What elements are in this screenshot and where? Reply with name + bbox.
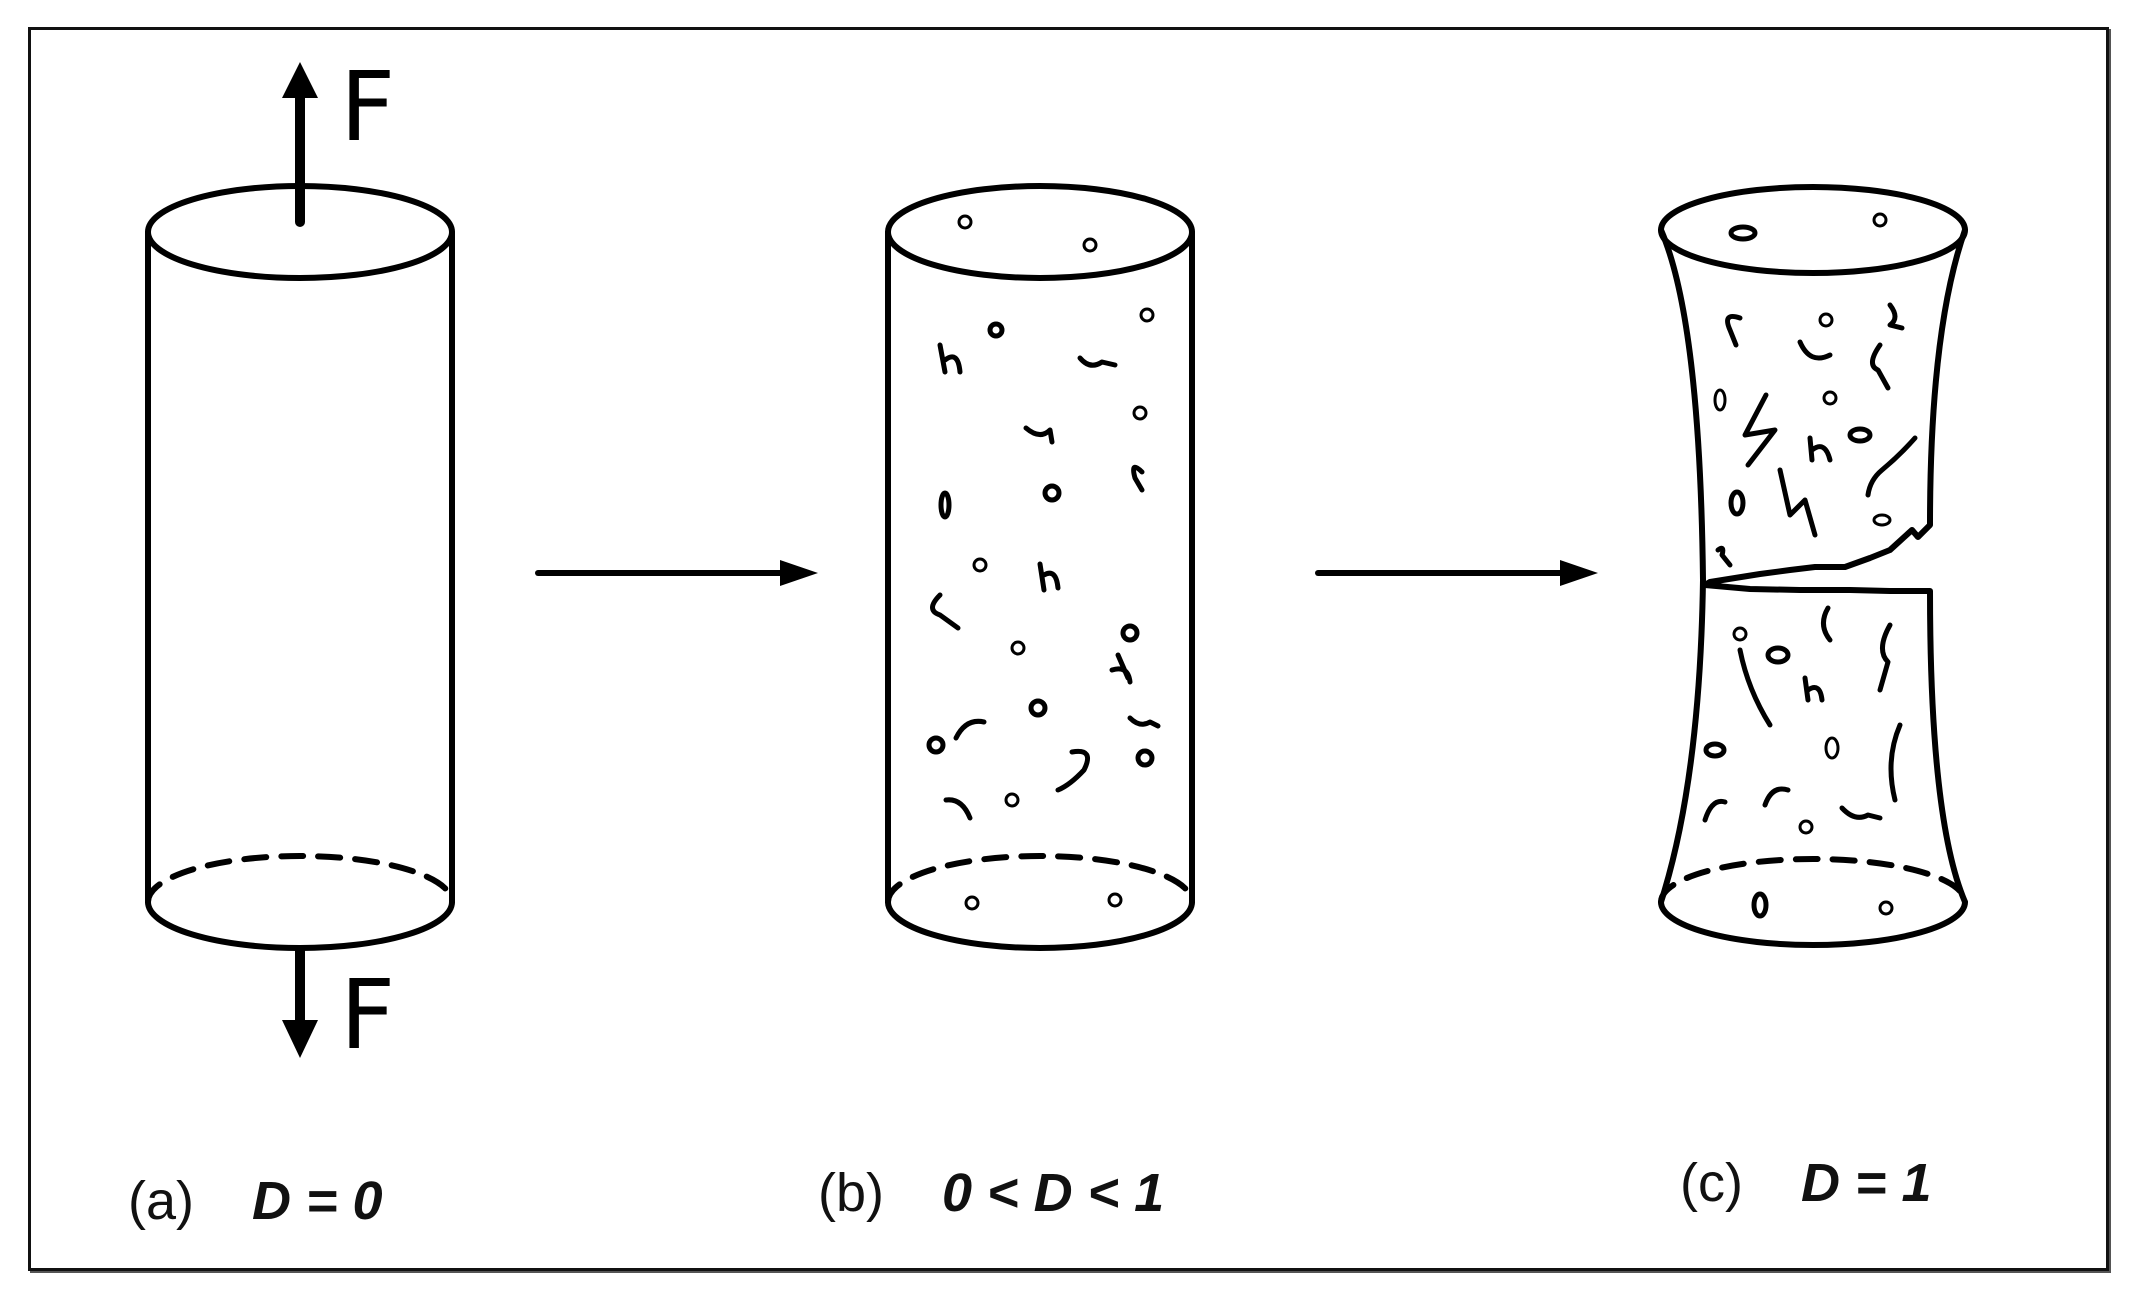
cylinder-c xyxy=(1658,184,1968,948)
micro-defects-b xyxy=(926,214,1161,911)
cylinder-a xyxy=(145,183,455,951)
force-arrow-bottom xyxy=(282,945,318,1058)
force-label-bottom: F xyxy=(340,959,395,1071)
caption-a-tag: (a) xyxy=(128,1171,194,1231)
force-arrow-top xyxy=(282,62,318,227)
force-label-top: F xyxy=(340,51,395,163)
caption-a: (a) D = 0 xyxy=(128,1170,383,1232)
caption-a-condition: D = 0 xyxy=(252,1171,383,1231)
caption-b-condition: 0 < D < 1 xyxy=(942,1163,1165,1223)
caption-b: (b) 0 < D < 1 xyxy=(818,1162,1164,1224)
caption-c-condition: D = 1 xyxy=(1800,1153,1932,1213)
caption-c-tag: (c) xyxy=(1680,1153,1743,1213)
figure-frame xyxy=(28,27,2109,1271)
caption-c: (c) D = 1 xyxy=(1680,1152,1932,1214)
caption-b-tag: (b) xyxy=(818,1163,884,1223)
cylinder-b xyxy=(885,183,1195,951)
arrow-b-to-c xyxy=(1315,560,1598,586)
arrow-a-to-b xyxy=(535,560,818,586)
micro-defects-c xyxy=(1702,212,1918,919)
